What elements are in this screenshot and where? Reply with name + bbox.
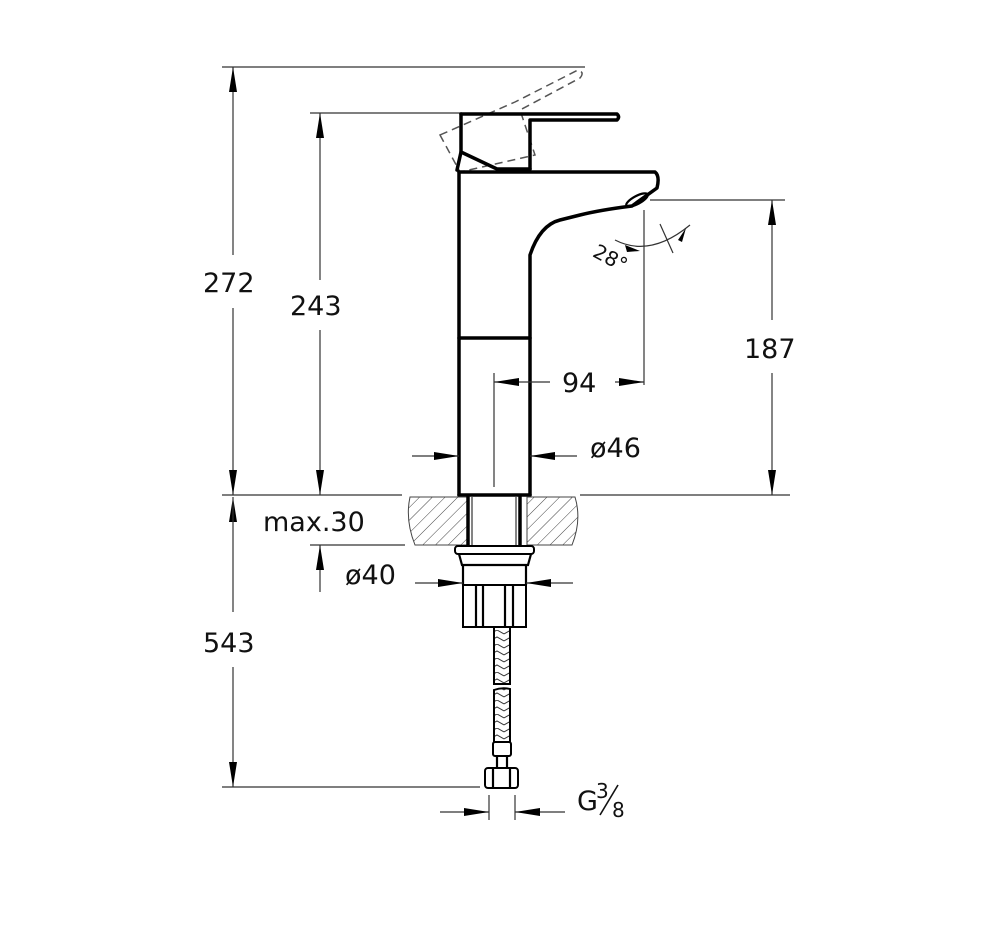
dimension-max-30: max.30 [229, 497, 405, 592]
dimension-272: 272 [203, 66, 585, 495]
spout-angle-28: 28° [589, 210, 691, 385]
dimension-94: 94 [493, 368, 644, 487]
dimension-diameter-40: ø40 [345, 560, 573, 591]
thread-prefix: G [577, 786, 598, 817]
faucet-body [438, 69, 660, 497]
dimension-543: 543 [203, 497, 480, 788]
thread-denominator: 8 [612, 798, 625, 822]
dim-max30-label: max.30 [263, 507, 365, 538]
dim-40-label: ø40 [345, 560, 396, 591]
dim-94-label: 94 [562, 368, 596, 399]
thread-numerator: 3 [596, 779, 609, 803]
dim-46-label: ø46 [590, 433, 641, 464]
dim-243-label: 243 [290, 291, 342, 322]
dimension-g-3-8: G 3 8 [440, 779, 625, 822]
dimension-diameter-46: ø46 [412, 433, 641, 464]
dim-543-label: 543 [203, 628, 255, 659]
countertop-section [407, 495, 579, 628]
dim-187-label: 187 [744, 334, 796, 365]
flex-hose [484, 626, 519, 789]
dim-272-label: 272 [203, 268, 255, 299]
dimension-187: 187 [650, 199, 796, 495]
dimension-243: 243 [290, 112, 460, 495]
